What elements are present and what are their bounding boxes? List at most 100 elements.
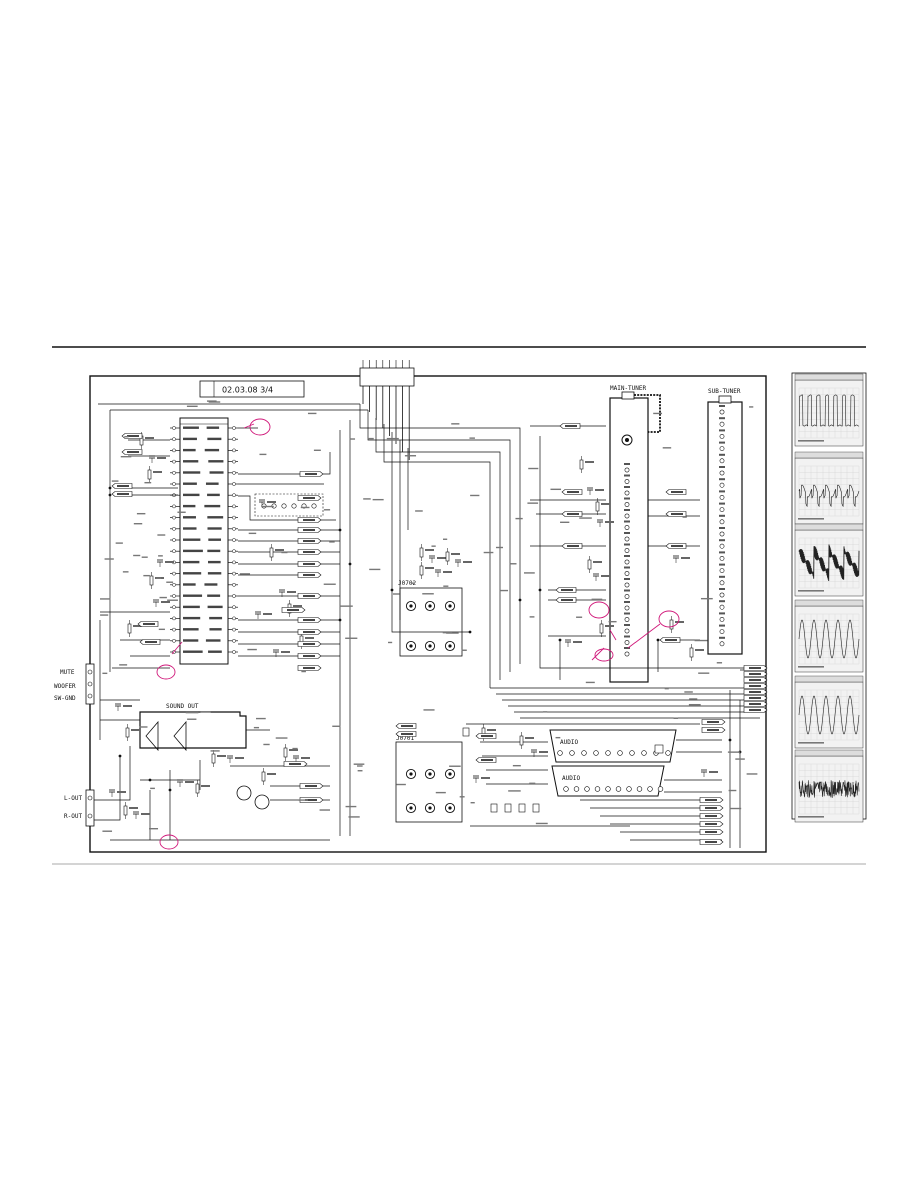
net-label-name: [287, 609, 299, 611]
tuner-pin-name: [719, 453, 725, 456]
ic-pin-left-name: [183, 616, 201, 620]
net-label-name: [705, 841, 717, 843]
tuner-pin: [624, 628, 630, 634]
resistor: [211, 753, 216, 764]
waveform-trace: [798, 619, 860, 659]
net-label-name: [567, 491, 579, 493]
highlight-circle: [658, 610, 680, 628]
tuner-pin: [719, 629, 725, 634]
scart-top-pin: [581, 750, 587, 756]
tuner-pin: [719, 507, 725, 512]
rca-jack-center: [428, 644, 432, 648]
ic-pin-right-name: [208, 560, 221, 564]
revision-stamp-text: 02.03.08 3/4: [222, 386, 273, 395]
ic-pin-right-name: [207, 549, 221, 553]
side-label-sw-gnd: SW-GND: [54, 695, 76, 702]
small-print: [698, 672, 710, 674]
tuner-pin: [624, 502, 630, 507]
small-print: [256, 717, 266, 720]
ic-pin-right-dot: [232, 560, 236, 565]
small-print: [392, 593, 400, 595]
ic-pin-right-name: [207, 493, 220, 497]
ic-pin-left-name: [183, 639, 199, 642]
component-value: [437, 557, 446, 559]
small-print: [449, 765, 461, 767]
scart-bottom-pin: [594, 786, 601, 792]
tuner-pin-name: [624, 509, 630, 511]
small-print: [728, 789, 737, 792]
small-print: [495, 546, 503, 549]
resistor: [595, 501, 600, 512]
resistor: [689, 647, 694, 658]
tuner-pin: [624, 594, 630, 599]
ic-pin-left-dot: [172, 470, 176, 475]
component-value: [595, 489, 604, 491]
ic-pin-left-name: [183, 549, 203, 553]
small-print: [200, 711, 211, 713]
wire: [383, 424, 491, 688]
tuner-pin: [624, 467, 630, 473]
component-value: [161, 601, 170, 603]
resistor: [419, 565, 424, 576]
wire: [94, 746, 131, 801]
junction-dot: [108, 486, 112, 490]
side-jack: [518, 803, 526, 813]
scart-bottom-pin: [584, 786, 590, 792]
resistor: [127, 623, 132, 634]
highlight-circle: [249, 418, 271, 436]
small-print: [608, 620, 617, 623]
small-print: [119, 664, 128, 666]
small-print: [461, 649, 467, 651]
wire: [375, 418, 501, 680]
option-pin: [311, 503, 317, 509]
ic-pin-right-dot: [232, 605, 236, 610]
component-value: [675, 621, 684, 623]
component-value: [201, 785, 210, 787]
ic-pin-right-name: [207, 572, 222, 575]
main-tuner: MAIN-TUNER: [609, 385, 649, 683]
scart-bottom-pin: [573, 786, 580, 792]
ic-pin-left-name: [183, 516, 196, 519]
small-print: [263, 743, 270, 746]
net-label-name: [303, 551, 315, 553]
component-value: [585, 461, 594, 463]
small-print: [689, 698, 698, 700]
tuner-pin-name: [624, 474, 630, 477]
tuner-pin-name: [624, 463, 630, 465]
small-print: [332, 725, 341, 727]
net-label-name: [567, 513, 579, 515]
waveform-trace: [798, 780, 860, 799]
wire: [94, 756, 121, 821]
ic-pin-right-name: [209, 628, 222, 631]
net-label-name: [305, 785, 317, 787]
small-print: [579, 517, 592, 519]
small-print: [694, 639, 708, 642]
scart-top-pin: [557, 750, 563, 756]
ic-pin-right-dot: [232, 448, 236, 453]
waveform-scale-note: [798, 518, 824, 520]
net-label-name: [289, 763, 301, 765]
small-print: [700, 597, 713, 600]
ic-pin-left-name: [183, 471, 201, 474]
tuner-pin-name: [719, 478, 725, 481]
small-print: [339, 605, 353, 607]
small-print: [396, 783, 406, 786]
ic-pin-right-name: [206, 426, 220, 429]
net-label-name: [665, 639, 677, 641]
small-print: [136, 512, 146, 515]
scart-bottom-pin: [605, 786, 611, 792]
component-value: [573, 641, 582, 643]
net-label-name: [705, 807, 717, 809]
small-print: [177, 511, 186, 513]
ic-pin-right-dot: [232, 582, 236, 587]
ic-pin-left-name: [183, 538, 201, 541]
small-print: [443, 538, 448, 540]
tuner-pin: [624, 536, 630, 542]
ic-pin-right-dot: [232, 538, 236, 542]
small-print: [323, 509, 331, 511]
ic-pin-left-name: [183, 650, 203, 653]
small-print: [386, 437, 399, 440]
small-print: [528, 467, 539, 470]
junction-dot: [168, 788, 172, 792]
sound-out-label: SOUND OUT: [166, 703, 199, 710]
